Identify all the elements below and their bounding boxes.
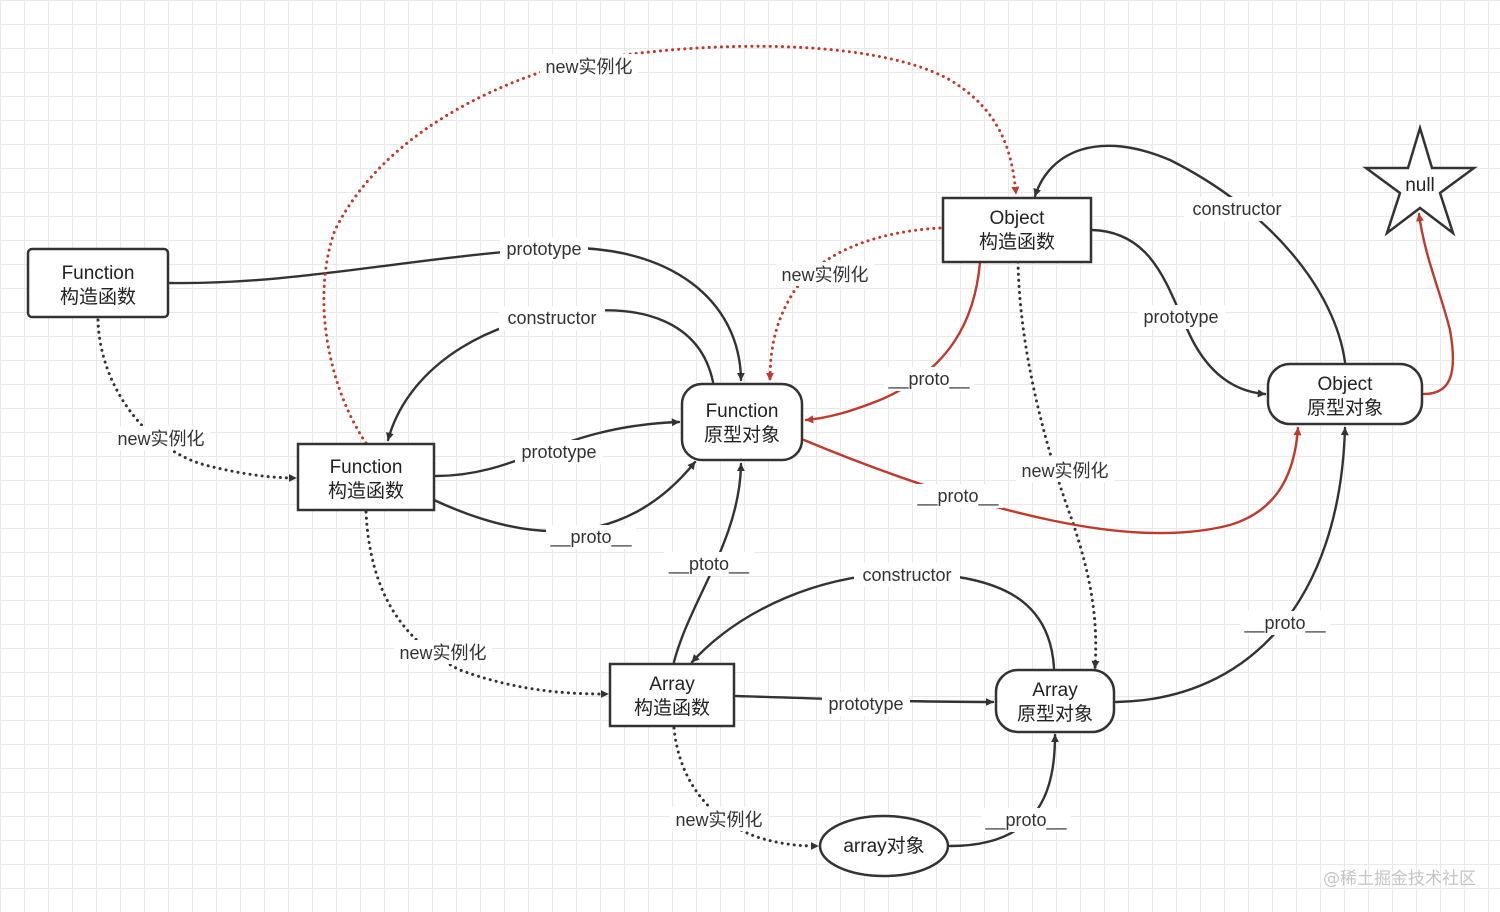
svg-text:原型对象: 原型对象 [1307, 397, 1383, 419]
node-array-object[interactable]: array对象 [818, 814, 950, 878]
svg-text:prototype: prototype [828, 694, 903, 714]
edge-new-left [96, 318, 298, 482]
node-array-proto[interactable]: Array 原型对象 [994, 668, 1116, 734]
svg-text:constructor: constructor [1192, 199, 1281, 219]
edge-objproto-null [1416, 212, 1455, 396]
svg-text:new实例化: new实例化 [545, 57, 632, 77]
svg-text:Object: Object [1318, 374, 1374, 395]
edge-new-fctor-actor [364, 510, 610, 698]
svg-text:原型对象: 原型对象 [1017, 703, 1093, 725]
label-prototype-arr: prototype [822, 692, 910, 716]
label-constructor-fproto: constructor [499, 306, 605, 330]
label-proto-aproto: __proto__ [1240, 611, 1330, 635]
node-function-ctor-left[interactable]: Function 构造函数 [26, 247, 170, 319]
svg-text:new实例化: new实例化 [117, 429, 204, 449]
svg-text:构造函数: 构造函数 [979, 231, 1055, 253]
label-prototype-obj: prototype [1137, 305, 1225, 329]
label-prototype-fctor: prototype [515, 440, 603, 464]
svg-text:Array: Array [1032, 680, 1078, 701]
edge-prototype-top [168, 246, 745, 382]
label-constructor-arr: constructor [854, 563, 960, 587]
label-constructor-obj: constructor [1184, 197, 1290, 221]
svg-text:__ptoto__: __ptoto__ [668, 554, 750, 575]
svg-text:__proto__: __proto__ [549, 527, 632, 548]
svg-text:new实例化: new实例化 [399, 643, 486, 663]
svg-text:prototype: prototype [506, 239, 581, 259]
node-function-proto[interactable]: Function 原型对象 [680, 382, 804, 462]
label-new-obj-aproto: new实例化 [1016, 458, 1114, 482]
svg-text:Function: Function [330, 457, 403, 478]
svg-text:__proto__: __proto__ [1243, 613, 1326, 634]
edge-new-top [322, 44, 1020, 445]
edge-new-obj-fproto [766, 226, 942, 382]
svg-text:__proto__: __proto__ [984, 810, 1067, 831]
svg-text:constructor: constructor [862, 565, 951, 585]
svg-text:Function: Function [706, 401, 779, 422]
label-prototype-top: prototype [500, 237, 588, 261]
label-new-actor-arr: new实例化 [670, 807, 768, 831]
svg-text:__proto__: __proto__ [887, 369, 970, 390]
edge-proto-aproto [1114, 426, 1349, 704]
svg-text:new实例化: new实例化 [1021, 461, 1108, 481]
label-new-top: new实例化 [540, 54, 638, 78]
svg-text:array对象: array对象 [843, 835, 924, 857]
svg-text:构造函数: 构造函数 [328, 480, 404, 502]
svg-text:__proto__: __proto__ [916, 486, 999, 507]
node-array-ctor[interactable]: Array 构造函数 [608, 662, 736, 728]
svg-text:constructor: constructor [507, 308, 596, 328]
watermark: @稀土掘金技术社区 [1323, 869, 1476, 889]
svg-text:构造函数: 构造函数 [60, 286, 136, 308]
label-new-left: new实例化 [112, 426, 210, 450]
svg-text:prototype: prototype [1143, 307, 1218, 327]
label-proto-fctor: __proto__ [546, 525, 636, 549]
label-proto-fproto: __proto__ [913, 484, 1003, 508]
svg-text:构造函数: 构造函数 [634, 697, 710, 719]
edge-proto-fproto [802, 426, 1302, 535]
svg-text:new实例化: new实例化 [675, 810, 762, 830]
node-null-star[interactable]: null [1362, 123, 1478, 237]
svg-text:Object: Object [990, 208, 1046, 229]
svg-text:new实例化: new实例化 [781, 265, 868, 285]
edge-new-obj-aproto [1016, 260, 1100, 670]
svg-text:null: null [1405, 175, 1435, 196]
label-proto-obj-ctor: __proto__ [884, 367, 974, 391]
node-object-ctor[interactable]: Object 构造函数 [941, 196, 1093, 264]
edge-constructor-obj [1033, 144, 1347, 364]
label-proto-arrobj: __proto__ [981, 808, 1071, 832]
svg-text:Function: Function [62, 263, 135, 284]
edge-constructor-arr [690, 571, 1056, 670]
edge-new-actor-arr [672, 726, 820, 850]
label-ptoto-actor: __ptoto__ [664, 552, 754, 576]
node-object-proto[interactable]: Object 原型对象 [1266, 362, 1424, 426]
svg-text:prototype: prototype [521, 442, 596, 462]
edge-prototype-obj [1090, 228, 1267, 398]
svg-text:原型对象: 原型对象 [704, 424, 780, 446]
node-function-ctor[interactable]: Function 构造函数 [296, 442, 436, 512]
label-new-obj-fproto: new实例化 [776, 262, 874, 286]
label-new-fctor-actor: new实例化 [394, 640, 492, 664]
svg-text:Array: Array [649, 674, 695, 695]
